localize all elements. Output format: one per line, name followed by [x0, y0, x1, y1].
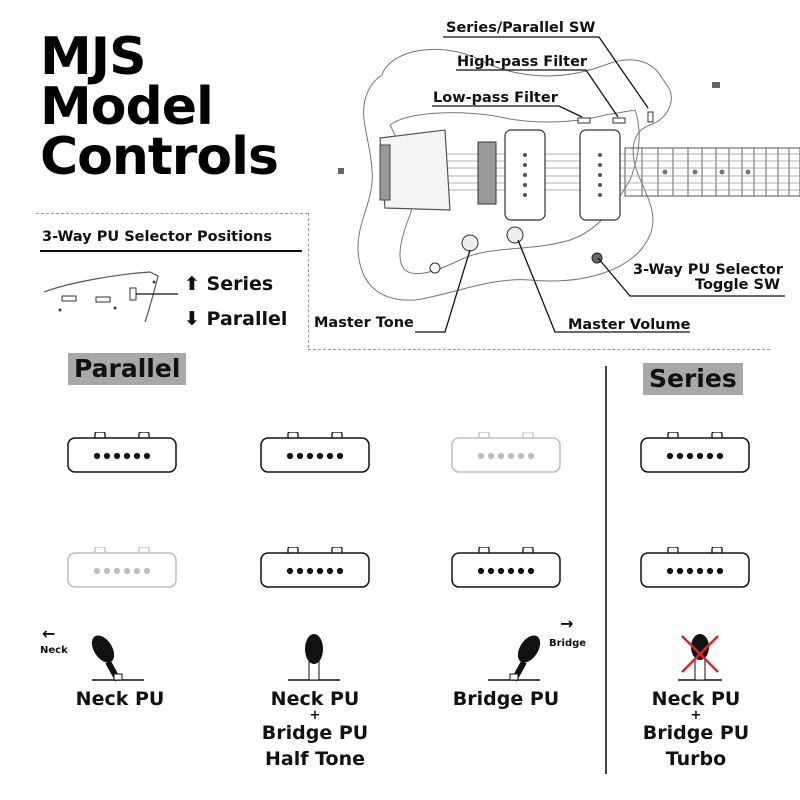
title-line-3: Controls: [40, 127, 279, 187]
arrow-up-icon: ⬆: [184, 273, 200, 295]
callout-selector-toggle-line2: Toggle SW: [695, 277, 780, 293]
title-line-1: MJS: [40, 27, 147, 87]
fretboard: [624, 147, 800, 197]
callout-low-pass-filter: Low-pass Filter: [433, 90, 558, 106]
high-pass-switch: [612, 117, 626, 124]
pickup-pos4-bridge: [640, 547, 750, 588]
pickup-pos2-neck: [260, 432, 370, 473]
bridge: [477, 141, 497, 205]
selector-legend-heading: 3-Way PU Selector Positions: [42, 229, 272, 245]
arrow-right-icon: →: [560, 614, 574, 633]
pos2-line1: Neck PU: [270, 688, 360, 710]
pickup-pos2-bridge: [260, 547, 370, 588]
mode-badge-series: Series: [643, 363, 743, 395]
pickup-pos1-neck: [67, 432, 177, 473]
callout-series-parallel-sw: Series/Parallel SW: [446, 20, 596, 36]
legend-parallel-label: Parallel: [206, 308, 288, 330]
toggle-center: [288, 634, 340, 681]
legend-divider-right: [308, 213, 309, 348]
pos1-line1: Neck PU: [75, 688, 165, 710]
arrow-down-icon: ⬇: [184, 308, 200, 330]
pos3-line1: Bridge PU: [452, 688, 560, 710]
output-jack: [429, 262, 441, 274]
selector-legend-rule: [40, 250, 302, 252]
mode-divider: [605, 366, 607, 774]
pickup-pos4-neck: [640, 432, 750, 473]
pickup-pos3-neck: [451, 432, 561, 473]
title-line-2: Model: [40, 77, 214, 137]
pos2-line4: Half Tone: [264, 748, 366, 770]
master-volume-knob: [506, 226, 524, 244]
toggle-bridge: [488, 635, 541, 682]
page-title: MJS Model Controls: [40, 27, 279, 187]
callout-selector-toggle-line1: 3-Way PU Selector: [633, 262, 783, 278]
legend-series: ⬆ Series: [184, 273, 273, 295]
pos2-line3: Bridge PU: [261, 722, 369, 744]
arrow-left-icon: ←: [42, 624, 56, 643]
legend-parallel: ⬇ Parallel: [184, 308, 287, 330]
pos4-line4: Turbo: [665, 748, 727, 770]
direction-label-bridge: Bridge: [549, 638, 587, 649]
pickup-pos1-bridge: [67, 547, 177, 588]
pos4-line1: Neck PU: [651, 688, 741, 710]
pickguard: [389, 109, 640, 275]
toggle-disabled: [678, 634, 722, 681]
toggle-neck: [91, 635, 144, 682]
legend-series-label: Series: [206, 273, 274, 295]
callout-master-volume: Master Volume: [568, 317, 691, 333]
tailpiece-bar: [379, 144, 391, 201]
pos2-plus: +: [309, 708, 321, 723]
master-tone-knob: [461, 234, 479, 252]
pos4-line3: Bridge PU: [642, 722, 750, 744]
position-label-1: Neck PU: [40, 688, 200, 710]
guitar-divider-bottom: [308, 349, 770, 350]
legend-divider-top: [36, 213, 308, 214]
cross-icon: [681, 635, 719, 673]
low-pass-switch: [577, 117, 591, 124]
series-parallel-switch: [647, 111, 654, 123]
pos4-plus: +: [690, 708, 702, 723]
callout-high-pass-filter: High-pass Filter: [457, 54, 588, 70]
position-label-3: Bridge PU: [426, 688, 586, 710]
selector-toggle: [591, 252, 603, 264]
mode-badge-parallel: Parallel: [68, 353, 187, 385]
direction-label-neck: Neck: [40, 645, 68, 656]
position-label-2: Neck PU + Bridge PU Half Tone: [235, 688, 395, 770]
position-label-4: Neck PU + Bridge PU Turbo: [616, 688, 776, 770]
selector-legend-pickguard: [43, 271, 178, 323]
guitar-illustration: [338, 48, 800, 301]
pickup-pos3-bridge: [451, 547, 561, 588]
callout-master-tone: Master Tone: [314, 315, 414, 331]
